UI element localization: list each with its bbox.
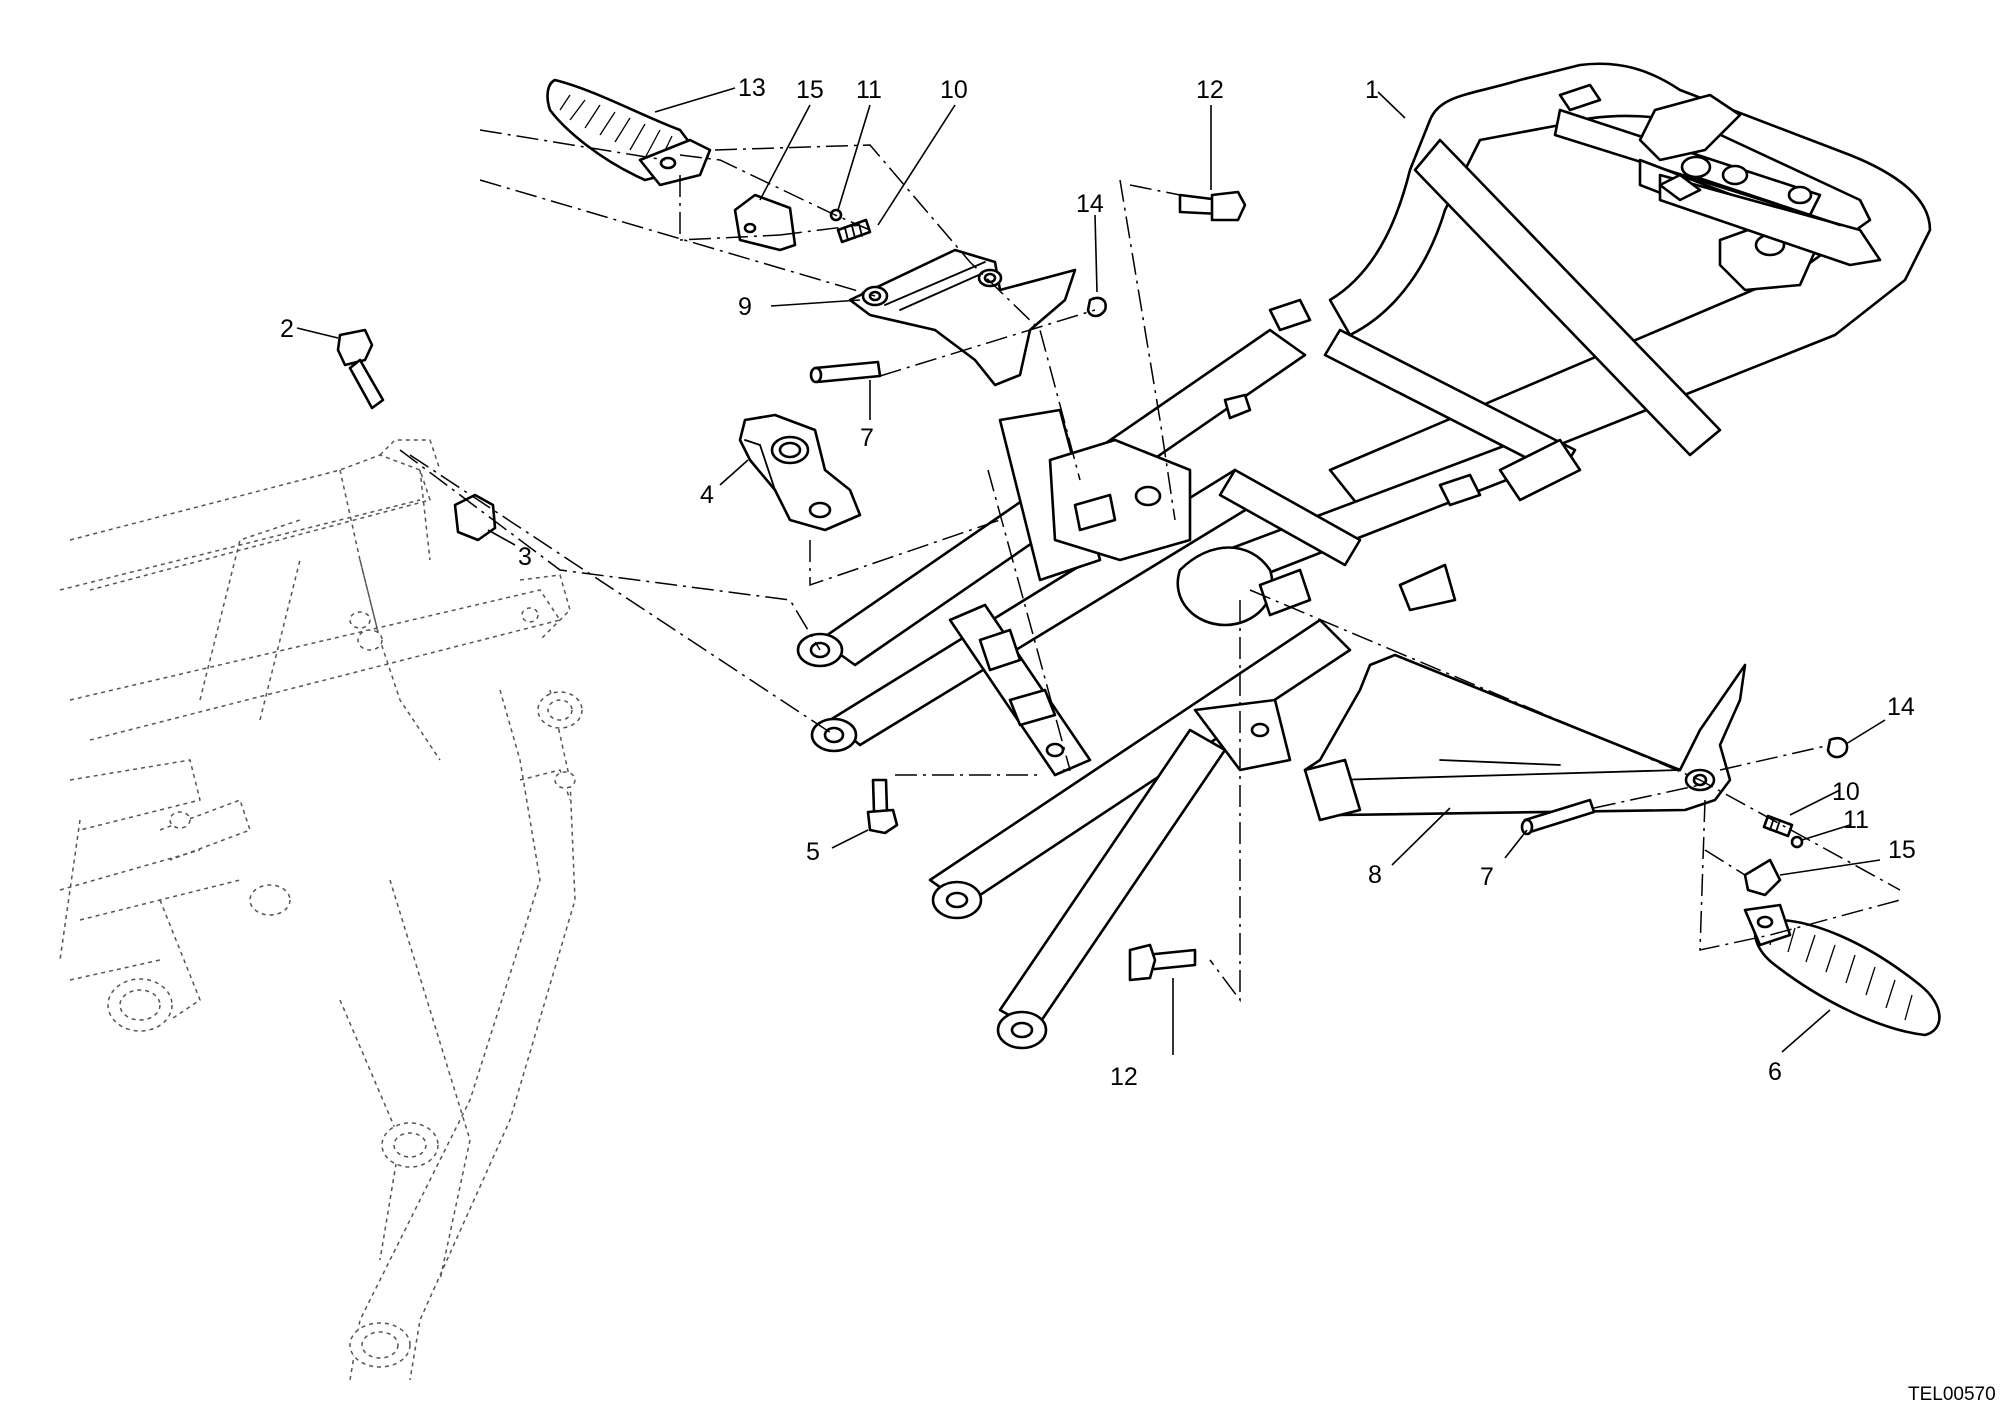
bolt-frame (336, 328, 385, 410)
callout-7-upper: 7 (860, 424, 874, 452)
circlip-right (1826, 737, 1849, 759)
detent-ball-right (1790, 835, 1804, 849)
footpeg-left (546, 78, 712, 187)
callout-3: 3 (518, 543, 532, 571)
callout-11-upper: 11 (856, 76, 882, 104)
circlip-left (1086, 296, 1107, 318)
footpeg-hanger-right (1303, 653, 1747, 822)
drawing-code: TEL00570 (1908, 1384, 1996, 1405)
main-frame-ghost (59, 439, 583, 1381)
nut-frame (453, 493, 497, 542)
callout-8: 8 (1368, 861, 1382, 889)
callout-14-upper: 14 (1076, 190, 1104, 218)
callout-12-upper: 12 (1196, 76, 1224, 104)
footpeg-right (1743, 903, 1941, 1037)
callout-14-lower: 14 (1887, 693, 1915, 721)
spring-left (836, 218, 872, 244)
bolt-upper (1178, 190, 1247, 222)
leader-lines (296, 87, 1886, 1055)
callout-5: 5 (806, 838, 820, 866)
heel-guard-right (1743, 858, 1782, 897)
callout-11-lower: 11 (1843, 806, 1869, 834)
callout-7-lower: 7 (1480, 863, 1494, 891)
spring-right (1762, 814, 1794, 838)
callout-10-lower: 10 (1832, 778, 1860, 806)
callout-13: 13 (738, 74, 766, 102)
footpeg-hanger-left (848, 248, 1077, 387)
callout-15-lower: 15 (1888, 836, 1916, 864)
callout-2: 2 (280, 315, 294, 343)
callout-10-upper: 10 (940, 76, 968, 104)
callout-1: 1 (1365, 76, 1379, 104)
bolt-bracket (866, 778, 899, 835)
bracket-plate (738, 413, 862, 532)
bolt-lower (1128, 943, 1197, 982)
rear-subframe (796, 62, 1932, 1050)
pin-left (809, 360, 882, 384)
pin-right (1520, 798, 1596, 836)
heel-guard-left (733, 193, 797, 252)
assembly-lines (399, 129, 1901, 1003)
callout-labels: 1 2 3 4 5 6 7 7 8 9 10 10 11 11 12 12 13… (280, 74, 1916, 1091)
callout-9: 9 (738, 293, 752, 321)
callout-6: 6 (1768, 1058, 1782, 1086)
callout-12-lower: 12 (1110, 1063, 1138, 1091)
callout-15-upper: 15 (796, 76, 824, 104)
callout-4: 4 (700, 481, 714, 509)
